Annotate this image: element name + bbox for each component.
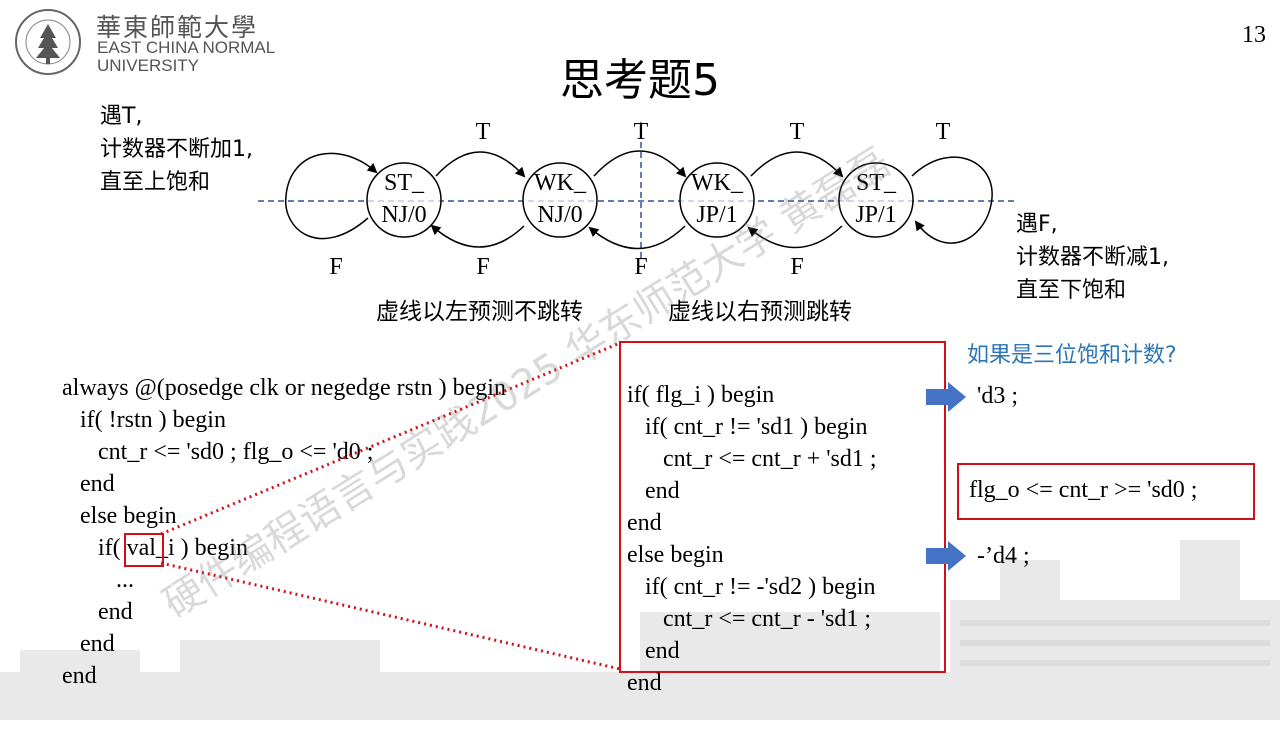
code-line: end [627,510,662,536]
note-right-line: 直至下饱和 [1016,278,1127,303]
ellipsis-highlight-box [124,533,164,567]
code-line: if( val_i ) begin [62,535,248,561]
edge-label-t: T [790,119,805,145]
code-line: end [627,670,662,696]
state-node: WK_ NJ/0 [522,162,598,238]
code-line: else begin [62,503,177,529]
state-label: JP/1 [696,202,737,228]
code-line: if( cnt_r != -'sd2 ) begin [627,574,876,600]
logo-english-line1: EAST CHINA NORMAL [97,38,276,57]
state-node: WK_ JP/1 [679,162,755,238]
self-loop-right [911,156,993,244]
state-label: ST_ [384,170,425,196]
state-node: ST_ NJ/0 [366,162,442,238]
edge-label-f: F [329,254,342,280]
note-left-line: 计数器不断加1, [100,137,253,162]
edge-label-f: F [790,254,803,280]
region-right-label: 虚线以右预测跳转 [668,299,852,325]
blue-right-arrow-icon [926,541,966,571]
code-line: end [627,638,680,664]
code-line: always @(posedge clk or negedge rstn ) b… [62,375,506,401]
arrow-bottom-3 [747,225,843,249]
edge-label-t: T [476,119,491,145]
state-label: JP/1 [855,202,896,228]
edge-label-f: F [476,254,489,280]
logo-english-line2: UNIVERSITY [97,56,200,75]
code-line: cnt_r <= cnt_r + 'sd1 ; [627,446,877,472]
code-line: end [62,471,115,497]
state-label: NJ/0 [381,202,426,228]
question-text: 如果是三位饱和计数? [967,343,1177,368]
state-diagram: ST_ NJ/0 WK_ NJ/0 WK_ JP/1 ST_ JP/1 T T … [258,119,1015,280]
note-right-line: 遇F, [1016,212,1058,237]
logo-chinese-name: 華東師範大學 [96,13,259,42]
code-line: cnt_r <= 'sd0 ; flg_o <= 'd0 ; [62,439,374,465]
edge-label-t: T [936,119,951,145]
arrow-top-1 [435,151,526,178]
state-label: WK_ [534,170,587,196]
state-label: NJ/0 [537,202,582,228]
code-line: end [62,631,115,657]
answer-lower-bound: -’d4 ; [977,543,1030,569]
arrow-top-3 [750,151,844,178]
code-line: end [627,478,680,504]
state-node: ST_ JP/1 [838,162,914,238]
slide-title: 思考题5 [560,55,720,106]
self-loop-left [285,152,378,240]
edge-label-t: T [634,119,649,145]
region-left-label: 虚线以左预测不跳转 [376,299,583,325]
answer-upper-bound: 'd3 ; [977,383,1018,409]
code-line: end [62,599,133,625]
blue-right-arrow-icon [926,382,966,412]
code-line: cnt_r <= cnt_r - 'sd1 ; [627,606,872,632]
state-label: ST_ [856,170,897,196]
code-block-left: always @(posedge clk or negedge rstn ) b… [62,340,506,724]
edge-label-f: F [634,254,647,280]
code-line: if( flg_i ) begin [627,382,775,408]
arrow-top-2 [593,150,687,178]
code-expansion-box [619,341,946,673]
arrow-bottom-1 [430,224,525,248]
state-label: WK_ [691,170,744,196]
note-right: 遇F, 计数器不断减1, 直至下饱和 [1016,208,1169,307]
university-seal-icon [15,9,81,75]
page-number: 13 [1242,22,1266,48]
code-line: else begin [627,542,724,568]
code-block-right: if( flg_i ) begin if( cnt_r != 'sd1 ) be… [627,347,877,731]
answer-flag-box [957,463,1255,520]
note-left-line: 遇T, [100,104,143,129]
note-right-line: 计数器不断减1, [1016,245,1169,270]
university-logo [12,6,292,76]
code-line: if( !rstn ) begin [62,407,226,433]
code-line: ... [62,567,134,593]
arrow-bottom-2 [588,225,686,250]
answer-flag-text: flg_o <= cnt_r >= 'sd0 ; [969,477,1198,503]
code-line: if( cnt_r != 'sd1 ) begin [627,414,868,440]
note-left: 遇T, 计数器不断加1, 直至上饱和 [100,100,253,199]
code-line: end [62,663,97,689]
note-left-line: 直至上饱和 [100,170,211,195]
